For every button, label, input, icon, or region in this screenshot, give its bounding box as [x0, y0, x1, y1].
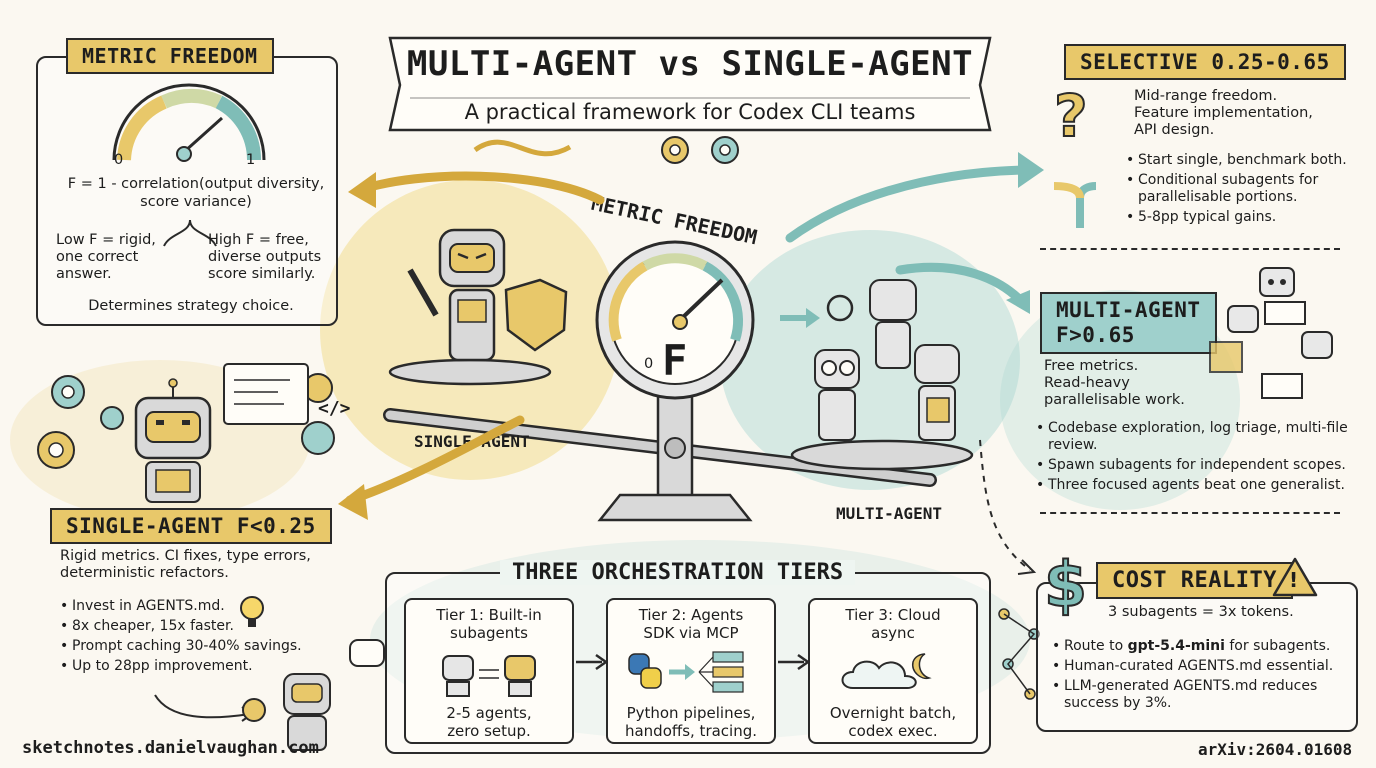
gears-icon: [473, 136, 739, 164]
gauge-zero-label: 0: [644, 356, 654, 372]
tier-3-desc-line2: codex exec.: [848, 722, 938, 740]
multi-bullet: Spawn subagents for independent scopes.: [1034, 457, 1359, 474]
low-f-line2: one correct: [56, 249, 139, 265]
subagent-robots-icon: [442, 655, 536, 697]
low-f-line3: answer.: [56, 266, 112, 282]
tier-3-card: Tier 3: Cloud async Overnight batch, cod…: [808, 598, 978, 744]
selective-desc2: Feature implementation,: [1134, 105, 1313, 121]
gauge-icon: [112, 83, 266, 162]
cost-summary: 3 subagents = 3x tokens.: [1108, 604, 1294, 620]
formula-line2: score variance): [140, 194, 252, 210]
single-bullet: Invest in AGENTS.md.: [58, 598, 338, 615]
low-f-line1: Low F = rigid,: [56, 232, 156, 248]
cost-bullet1-model: gpt-5.4-mini: [1127, 638, 1225, 654]
multi-agent-underline: [1040, 512, 1340, 514]
multi-desc3: parallelisable work.: [1044, 392, 1185, 408]
branch-arrows-icon: [163, 219, 217, 247]
page-title: MULTI-AGENT vs SINGLE-AGENT: [406, 44, 974, 84]
single-bullet: 8x cheaper, 15x faster.: [58, 618, 338, 635]
cost-heading: COST REALITY: [1096, 562, 1293, 599]
tier-3-desc-line1: Overnight batch,: [829, 704, 957, 722]
multi-agent-heading-line1: MULTI-AGENT: [1056, 298, 1201, 322]
single-desc1: Rigid metrics. CI fixes, type errors,: [60, 548, 311, 564]
strategy-footer: Determines strategy choice.: [88, 298, 294, 314]
multi-agent-heading: MULTI-AGENT F>0.65: [1040, 292, 1217, 354]
single-desc2: deterministic refactors.: [60, 565, 229, 581]
single-bullets: Invest in AGENTS.md. 8x cheaper, 15x fas…: [58, 598, 338, 678]
gauge-f-letter: F: [662, 336, 688, 385]
cost-bullet: Route to gpt-5.4-mini for subagents.: [1050, 638, 1350, 655]
tiers-heading: THREE ORCHESTRATION TIERS: [500, 560, 856, 585]
selective-bullet: 5-8pp typical gains.: [1124, 209, 1354, 226]
selective-bullets: Start single, benchmark both. Conditiona…: [1124, 152, 1354, 229]
cost-bullet1-post: for subagents.: [1224, 638, 1331, 654]
single-agent-heading: SINGLE-AGENT F<0.25: [50, 508, 332, 544]
gauge-max-label: 1: [246, 152, 256, 168]
multi-agent-label: MULTI-AGENT: [836, 504, 942, 523]
fork-arrow-icon: [1053, 182, 1097, 228]
single-bullet: Up to 28pp improvement.: [58, 658, 338, 675]
single-bullet: Prompt caching 30-40% savings.: [58, 638, 338, 655]
selective-desc1: Mid-range freedom.: [1134, 88, 1278, 104]
tier-3-title-line2: async: [871, 624, 915, 642]
single-agent-label: SINGLE AGENT: [414, 432, 530, 451]
code-glyph-icon: </>: [318, 398, 351, 419]
multi-desc2: Read-heavy: [1044, 375, 1130, 391]
tier-2-desc-line1: Python pipelines,: [626, 704, 756, 722]
tier-1-desc-line2: zero setup.: [447, 722, 531, 740]
title-banner-shape: [388, 36, 992, 132]
tier-1-title-line1: Tier 1: Built-in: [436, 606, 542, 624]
warning-icon: [1272, 557, 1318, 597]
python-pipeline-icon: [628, 651, 744, 693]
cost-bullet: Human-curated AGENTS.md essential.: [1050, 658, 1350, 675]
tier-1-card: Tier 1: Built-in subagents 2-5 agents, z…: [404, 598, 574, 744]
multi-bullet: Three focused agents beat one generalist…: [1034, 477, 1359, 494]
tier-1-desc-line1: 2-5 agents,: [446, 704, 532, 722]
tier-2-desc-line2: handoffs, tracing.: [624, 722, 758, 740]
high-f-line3: score similarly.: [208, 266, 316, 282]
metric-freedom-heading: METRIC FREEDOM: [66, 38, 274, 74]
helper-robot-icon: [240, 596, 385, 751]
cloud-moon-icon: [841, 653, 932, 689]
cost-bullet1-pre: Route to: [1064, 638, 1128, 654]
footer-arxiv-ref[interactable]: arXiv:2604.01608: [1198, 740, 1353, 759]
page-subtitle: A practical framework for Codex CLI team…: [464, 100, 916, 124]
footer-site-link[interactable]: sketchnotes.danielvaughan.com: [22, 738, 319, 758]
dollar-icon: $: [1043, 547, 1088, 622]
selective-underline: [1040, 248, 1340, 250]
multi-bullets: Codebase exploration, log triage, multi-…: [1034, 420, 1359, 497]
tier-2-title-line2: SDK via MCP: [643, 624, 739, 642]
question-icon: ?: [1053, 81, 1089, 151]
cost-bullet: LLM-generated AGENTS.md reduces success …: [1050, 678, 1350, 712]
balance-scale-illustration: [383, 228, 974, 522]
tier-1-title-line2: subagents: [450, 624, 528, 642]
cost-bullets: Route to gpt-5.4-mini for subagents. Hum…: [1050, 638, 1350, 715]
high-f-line1: High F = free,: [208, 232, 309, 248]
multi-bullet: Codebase exploration, log triage, multi-…: [1034, 420, 1359, 454]
tier-2-card: Tier 2: Agents SDK via MCP Python pipeli…: [606, 598, 776, 744]
formula-line1: F = 1 - correlation(output diversity,: [67, 176, 325, 192]
tier-2-title-line1: Tier 2: Agents: [638, 606, 744, 624]
tier-arrows: [576, 653, 811, 671]
selective-bullet: Conditional subagents for parallelisable…: [1124, 172, 1354, 206]
multi-agent-heading-line2: F>0.65: [1056, 323, 1135, 347]
robot-team-icon: [1209, 267, 1333, 399]
gauge-min-label: 0: [114, 152, 124, 168]
warning-mark: !: [1289, 568, 1299, 592]
multi-desc1: Free metrics.: [1044, 358, 1139, 374]
selective-bullet: Start single, benchmark both.: [1124, 152, 1354, 169]
single-robot-gears-icon: [37, 363, 335, 503]
high-f-line2: diverse outputs: [208, 249, 322, 265]
tier-3-title-line1: Tier 3: Cloud: [845, 606, 941, 624]
selective-desc3: API design.: [1134, 122, 1215, 138]
selective-heading: SELECTIVE 0.25-0.65: [1064, 44, 1346, 80]
